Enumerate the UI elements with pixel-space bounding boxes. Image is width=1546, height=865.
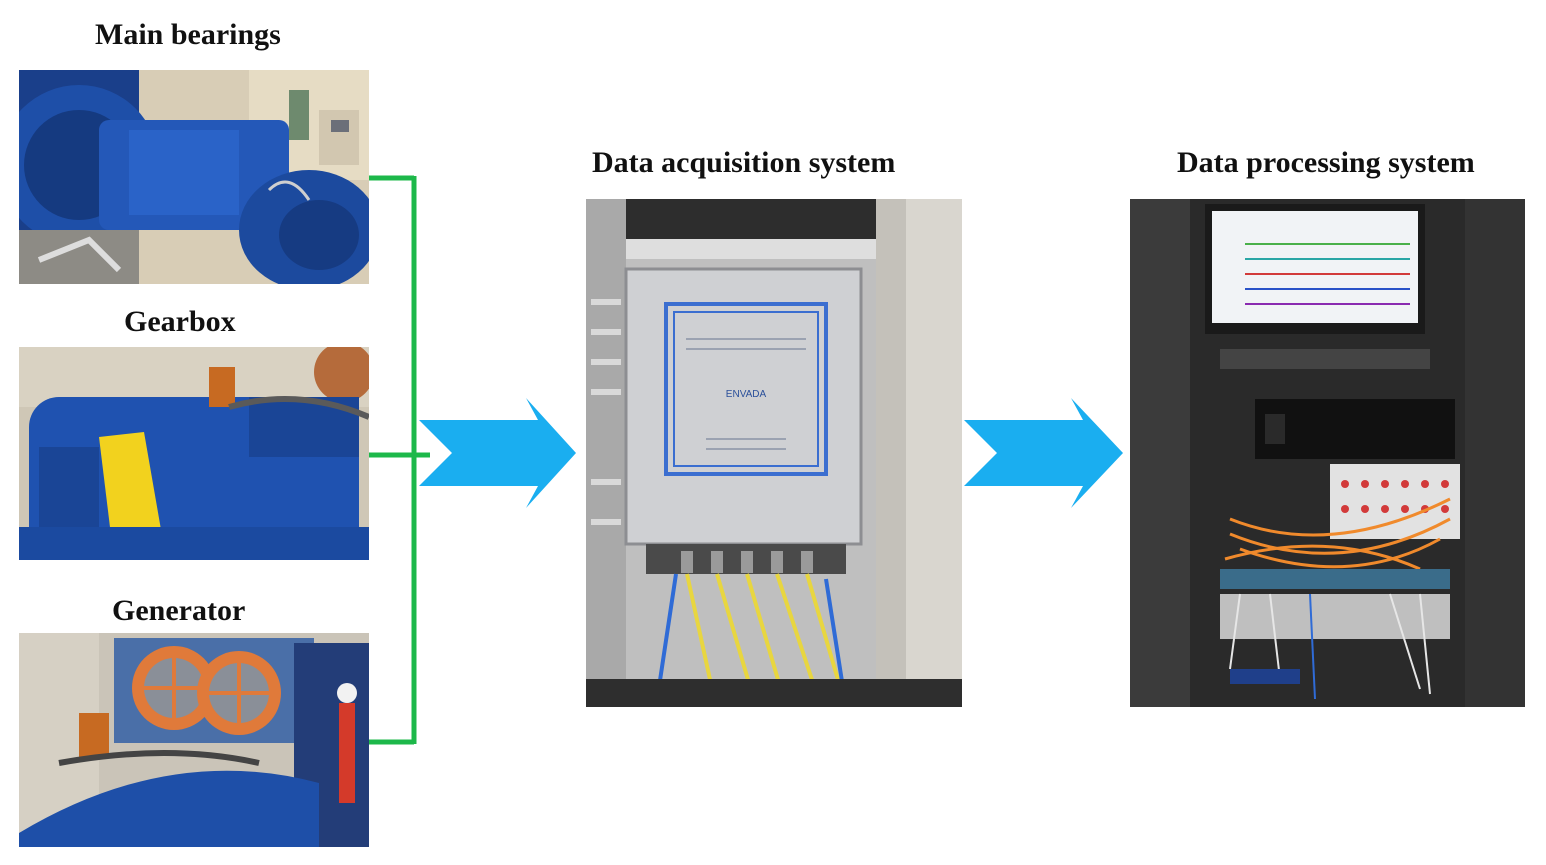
label-gearbox: Gearbox xyxy=(124,305,236,338)
photo-generator xyxy=(19,633,369,847)
label-generator: Generator xyxy=(112,594,246,627)
photo-data-acquisition: ENVADA xyxy=(586,199,962,707)
label-data-acquisition: Data acquisition system xyxy=(592,146,896,179)
device-brand-text: ENVADA xyxy=(726,389,767,400)
arrow-to-acquisition xyxy=(419,398,576,508)
arrow-to-processing xyxy=(964,398,1123,508)
label-main-bearings: Main bearings xyxy=(95,18,281,51)
label-data-processing: Data processing system xyxy=(1177,146,1475,179)
photo-gearbox xyxy=(19,347,369,560)
bracket-connector xyxy=(369,175,430,745)
photo-main-bearings xyxy=(19,70,369,284)
photo-data-processing xyxy=(1130,199,1525,707)
